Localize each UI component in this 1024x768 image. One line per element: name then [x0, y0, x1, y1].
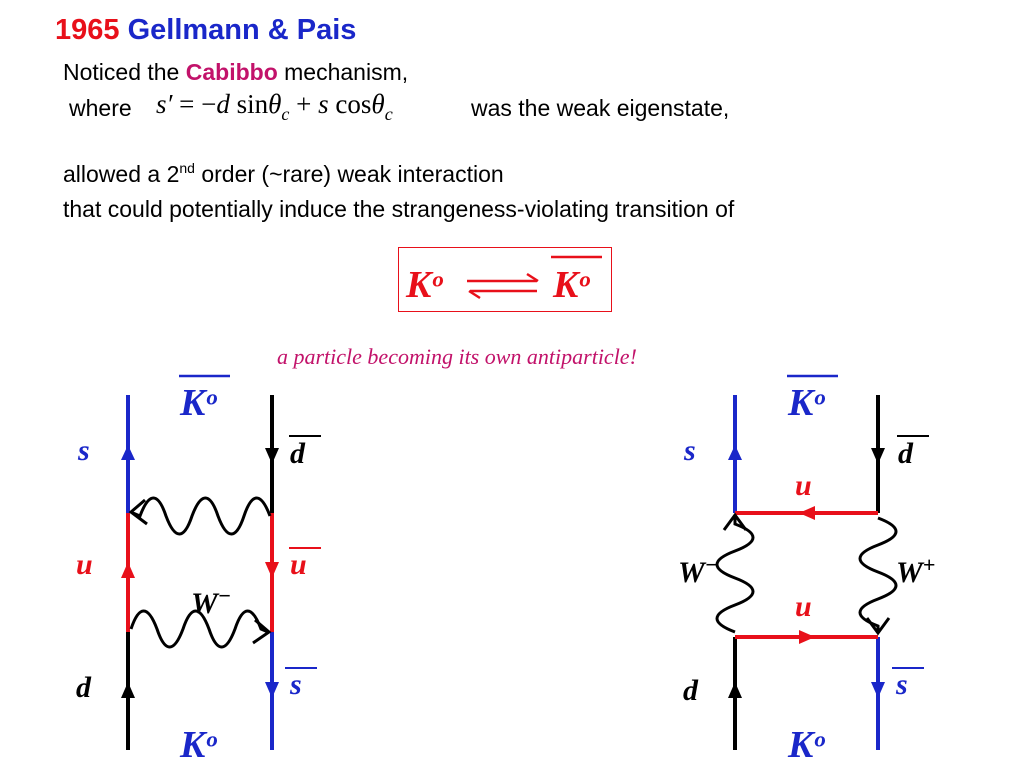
d2-right-dbar-arrow-icon: [871, 448, 885, 464]
text-line-4: that could potentially induce the strang…: [63, 196, 735, 222]
d2-right-w-arrow-icon: [865, 617, 891, 636]
d2-left-w-arrow-icon: [722, 512, 748, 531]
eq-s: s: [318, 89, 329, 119]
line3-post: order (~rare) weak interaction: [194, 161, 504, 187]
d1-w-charge: −: [218, 583, 231, 608]
eq-sin: sin: [236, 89, 269, 119]
d1-label-s: s: [77, 434, 90, 467]
eq-theta-2: θ: [371, 89, 385, 119]
d2-top-label: Kᵒ: [787, 382, 825, 424]
d1-label-dbar: d: [290, 437, 306, 470]
d2-label-u-bottom: u: [795, 590, 812, 623]
d1-bottom-label: Kᵒ: [179, 724, 217, 766]
d1-right-ubar-arrow-icon: [265, 562, 279, 578]
title-names: Gellmann & Pais: [127, 14, 357, 46]
d1-right-dbar-arrow-icon: [265, 448, 279, 464]
transition-box: [398, 247, 612, 312]
d1-label-ubar: u: [290, 548, 307, 581]
d2-label-dbar: d: [898, 437, 914, 470]
title-year: 1965: [55, 14, 120, 46]
line3-pre: allowed a 2: [63, 161, 180, 187]
eq-plus: +: [296, 89, 312, 119]
diagram-1: Kᵒ Kᵒ s u d d u s W−: [76, 374, 321, 766]
d2-right-sbar-arrow-icon: [871, 682, 885, 698]
transition-equation: Kᵒ Kᵒ: [405, 255, 602, 306]
d1-label-u: u: [76, 548, 93, 581]
line3-sup: nd: [179, 160, 195, 176]
d1-top-label: Kᵒ: [179, 382, 217, 424]
d2-right-w-label: W+: [896, 552, 935, 589]
d2-label-s: s: [683, 434, 696, 467]
line2-pre: where: [69, 95, 132, 121]
eq-theta-1: θ: [268, 89, 282, 119]
transition-k-left: Kᵒ: [405, 264, 443, 306]
eq-sub-c-1: c: [281, 104, 290, 124]
d1-w-letter: W: [191, 587, 220, 620]
d2-left-s-arrow-icon: [728, 445, 742, 460]
text-line-1: Noticed the Cabibbo mechanism,: [63, 59, 408, 86]
d1-label-sbar: s: [289, 668, 302, 701]
eq-equals-minus: = −: [179, 89, 217, 119]
d1-left-s-arrow-icon: [121, 445, 135, 460]
d2-label-sbar: s: [895, 668, 908, 701]
eq-cos: cos: [335, 89, 372, 119]
d2-bottom-u-arrow-icon: [799, 630, 815, 644]
eq-s-prime: s′: [156, 89, 173, 119]
d1-right-sbar-arrow-icon: [265, 682, 279, 698]
d1-w-label: W−: [191, 583, 231, 620]
d2-right-w-charge: +: [923, 552, 936, 577]
cabibbo-equation: s′ = −d sinθc + s cosθc: [156, 89, 393, 125]
d1-top-w-arrow-icon: [128, 498, 148, 526]
cabibbo-highlight: Cabibbo: [185, 59, 278, 85]
eq-d: d: [216, 89, 230, 119]
d2-label-d: d: [683, 674, 699, 707]
slide-title: 1965 Gellmann & Pais: [55, 14, 356, 47]
d2-left-w-boson: [715, 517, 755, 634]
d1-bottom-w-boson: [129, 609, 269, 649]
d2-left-w-letter: W: [678, 556, 707, 589]
d1-top-w-boson: [132, 496, 272, 536]
diagram-2: Kᵒ Kᵒ s d d s u u W− W+: [678, 374, 935, 766]
line1-post: mechanism,: [277, 59, 409, 85]
d1-label-d: d: [76, 671, 92, 704]
d2-right-w-boson: [858, 516, 898, 632]
d2-top-u-arrow-icon: [799, 506, 815, 520]
d1-left-d-arrow-icon: [121, 682, 135, 698]
transition-k-right: Kᵒ: [552, 264, 590, 306]
d2-bottom-label: Kᵒ: [787, 724, 825, 766]
equilibrium-arrows-icon: [467, 272, 539, 300]
line1-pre: Noticed the: [63, 59, 186, 85]
line2-post: was the weak eigenstate,: [471, 95, 730, 121]
d2-left-w-charge: −: [705, 552, 718, 577]
d2-right-w-letter: W: [896, 556, 925, 589]
eq-sub-c-2: c: [384, 104, 393, 124]
text-line-3: allowed a 2nd order (~rare) weak interac…: [63, 161, 504, 188]
d2-left-w-label: W−: [678, 552, 718, 589]
d2-left-d-arrow-icon: [728, 682, 742, 698]
d1-left-u-arrow-icon: [121, 562, 135, 578]
d2-label-u-top: u: [795, 469, 812, 502]
d1-bottom-w-arrow-icon: [252, 618, 272, 645]
caption: a particle becoming its own antiparticle…: [277, 344, 637, 369]
